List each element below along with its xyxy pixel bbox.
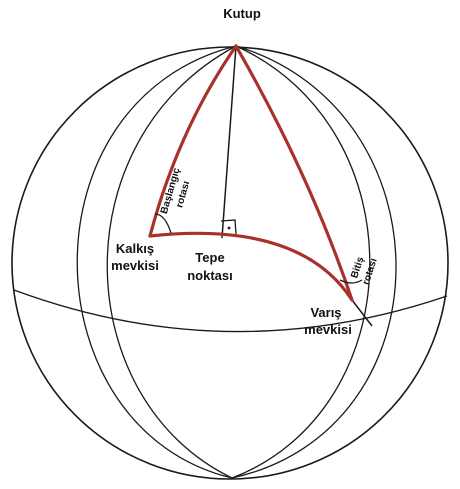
- final-course-arc: [339, 279, 363, 284]
- initial-course-arc: [154, 213, 172, 234]
- meridian-to-departure: [148, 44, 238, 238]
- arrival-label-line1: Varış: [310, 305, 341, 320]
- initial-course-label: Başlangıç rotası: [159, 166, 192, 215]
- departure-label-line1: Kalkış: [116, 241, 154, 256]
- great-circle-route: [148, 231, 354, 302]
- meridian-to-arrival: [234, 44, 354, 302]
- final-course-label: Bitiş rotası: [349, 255, 379, 286]
- route-continuation: [351, 299, 373, 327]
- meridian-right-outer: [231, 45, 397, 479]
- vertex-meridian: [221, 45, 237, 239]
- vertex-label-line1: Tepe: [195, 250, 224, 265]
- vertex-label-line2: noktası: [187, 268, 233, 283]
- meridian-left-inner: [106, 45, 237, 479]
- right-angle-marker: [220, 219, 237, 235]
- meridian-right-inner: [231, 45, 371, 479]
- meridian-left-outer: [76, 45, 237, 479]
- departure-label-line2: mevkisi: [111, 258, 159, 273]
- right-angle-dot: [227, 226, 231, 230]
- pole-label: Kutup: [223, 6, 261, 21]
- arrival-label-line2: mevkisi: [304, 322, 352, 337]
- equator-line: [13, 289, 448, 333]
